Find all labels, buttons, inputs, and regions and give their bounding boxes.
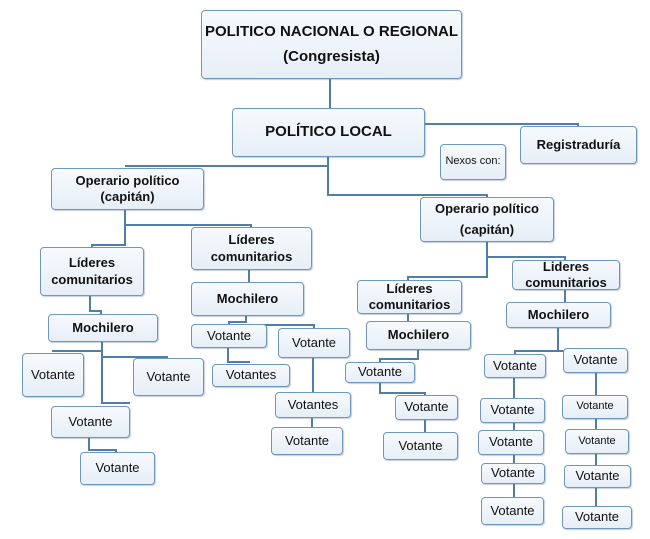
votante-box: Votante bbox=[562, 395, 628, 419]
connector bbox=[487, 256, 566, 260]
national-politician-title: POLITICO NACIONAL O REGIONAL bbox=[204, 22, 459, 40]
national-politician-subtitle: (Congresista) bbox=[283, 47, 380, 65]
mochilero-label: Mochilero bbox=[527, 306, 590, 322]
operario-right-box: Operario político (capitán) bbox=[420, 197, 554, 242]
connector bbox=[101, 342, 130, 404]
votante-label: Votante bbox=[146, 368, 191, 384]
votante-box: Votante bbox=[51, 406, 130, 438]
lideres-line2: comunitarios bbox=[525, 275, 607, 290]
votante-label: Votante bbox=[488, 434, 534, 450]
votante-label: Votante bbox=[398, 437, 443, 453]
votante-box: Votante bbox=[481, 497, 544, 525]
votante-box: Votante bbox=[133, 358, 204, 396]
lideres-box: Líderes comunitarios bbox=[191, 227, 312, 270]
votante-box: Votante bbox=[480, 398, 545, 423]
votante-box: Votante bbox=[383, 432, 458, 460]
operario-right-line2: (capitán) bbox=[459, 221, 515, 237]
mochilero-box: Mochilero bbox=[191, 282, 304, 316]
connector bbox=[89, 296, 102, 314]
lideres-box: Líderes comunitarios bbox=[40, 247, 144, 296]
connector bbox=[379, 350, 419, 362]
connector bbox=[227, 348, 250, 363]
votante-label: Votantes bbox=[287, 396, 339, 412]
mochilero-box: Mochilero bbox=[366, 321, 471, 350]
votante-label: Votante bbox=[492, 357, 538, 373]
votante-label: Votante bbox=[490, 402, 535, 418]
lideres-line1: Lideres bbox=[542, 258, 590, 274]
votante-label: Votante bbox=[30, 366, 76, 382]
connector bbox=[246, 324, 315, 328]
operario-left-line2: (capitán) bbox=[100, 189, 155, 204]
nexos-box: Nexos con: bbox=[440, 144, 506, 180]
lideres-line2: comunitarios bbox=[51, 271, 133, 287]
connector bbox=[91, 210, 126, 247]
mochilero-label: Mochilero bbox=[216, 290, 279, 306]
operario-left-box: Operario político (capitán) bbox=[51, 168, 204, 210]
lideres-box: Lideres comunitarios bbox=[512, 258, 620, 290]
votante-box: Votante bbox=[564, 465, 631, 488]
registraduria-label: Registraduría bbox=[536, 136, 621, 152]
votante-label: Votante bbox=[490, 465, 536, 481]
mochilero-label: Mochilero bbox=[72, 319, 134, 335]
lideres-line2: comunitarios bbox=[368, 297, 451, 312]
votante-box: Votante bbox=[565, 429, 629, 454]
votante-box: Votante bbox=[345, 362, 415, 383]
votante-label: Votante bbox=[490, 502, 535, 518]
votante-box: Votante bbox=[481, 463, 545, 484]
votante-box: Votante bbox=[478, 430, 544, 455]
votante-box: Votante bbox=[395, 395, 458, 420]
registraduria-box: Registraduría bbox=[520, 126, 637, 164]
lideres-line1: Líderes bbox=[228, 232, 275, 248]
votante-label: Votante bbox=[95, 460, 140, 476]
mochilero-box: Mochilero bbox=[506, 302, 611, 328]
votante-label: Votante bbox=[576, 400, 614, 413]
votante-label: Votante bbox=[404, 399, 449, 415]
votante-box: Votante bbox=[278, 328, 350, 358]
operario-right-line1: Operario político bbox=[434, 201, 539, 217]
votante-label: Votante bbox=[357, 364, 403, 380]
national-politician-box: POLITICO NACIONAL O REGIONAL (Congresist… bbox=[201, 10, 462, 79]
votante-box: Votante bbox=[80, 452, 155, 485]
connector bbox=[379, 383, 426, 395]
votante-label: Votante bbox=[575, 468, 620, 484]
lideres-line2: comunitarios bbox=[210, 248, 293, 264]
lideres-box: Líderes comunitarios bbox=[357, 280, 462, 314]
votante-box: Votantes bbox=[275, 392, 351, 418]
local-politician-label: POLÍTICO LOCAL bbox=[265, 123, 392, 141]
mochilero-box: Mochilero bbox=[48, 314, 158, 342]
lideres-line1: Líderes bbox=[68, 255, 116, 271]
votante-label: Votante bbox=[206, 327, 252, 343]
connector bbox=[425, 123, 579, 126]
nexos-label: Nexos con: bbox=[445, 155, 501, 168]
votante-label: Votante bbox=[578, 434, 616, 447]
votante-box: Votantes bbox=[212, 364, 290, 387]
connector bbox=[327, 157, 488, 197]
votante-box: Votante bbox=[22, 353, 84, 397]
votante-box: Votante bbox=[484, 354, 546, 378]
connector bbox=[125, 224, 252, 227]
votante-box: Votante bbox=[191, 324, 267, 348]
mochilero-label: Mochilero bbox=[387, 327, 450, 343]
lideres-line1: Líderes bbox=[386, 280, 433, 296]
votante-box: Votante bbox=[563, 348, 628, 373]
connector bbox=[228, 316, 247, 324]
votante-label: Votante bbox=[573, 352, 618, 368]
operario-left-line1: Operario político bbox=[75, 172, 180, 188]
connector bbox=[88, 438, 117, 452]
votante-label: Votante bbox=[291, 334, 337, 350]
votante-label: Votante bbox=[284, 432, 330, 448]
local-politician-box: POLÍTICO LOCAL bbox=[232, 108, 425, 157]
votante-label: Votante bbox=[68, 413, 113, 429]
votante-label: Votante bbox=[574, 509, 620, 525]
votante-box: Votante bbox=[271, 427, 343, 455]
votante-label: Votantes bbox=[225, 367, 277, 383]
votante-box: Votante bbox=[562, 506, 632, 529]
connector bbox=[514, 328, 559, 354]
connector bbox=[407, 242, 488, 280]
